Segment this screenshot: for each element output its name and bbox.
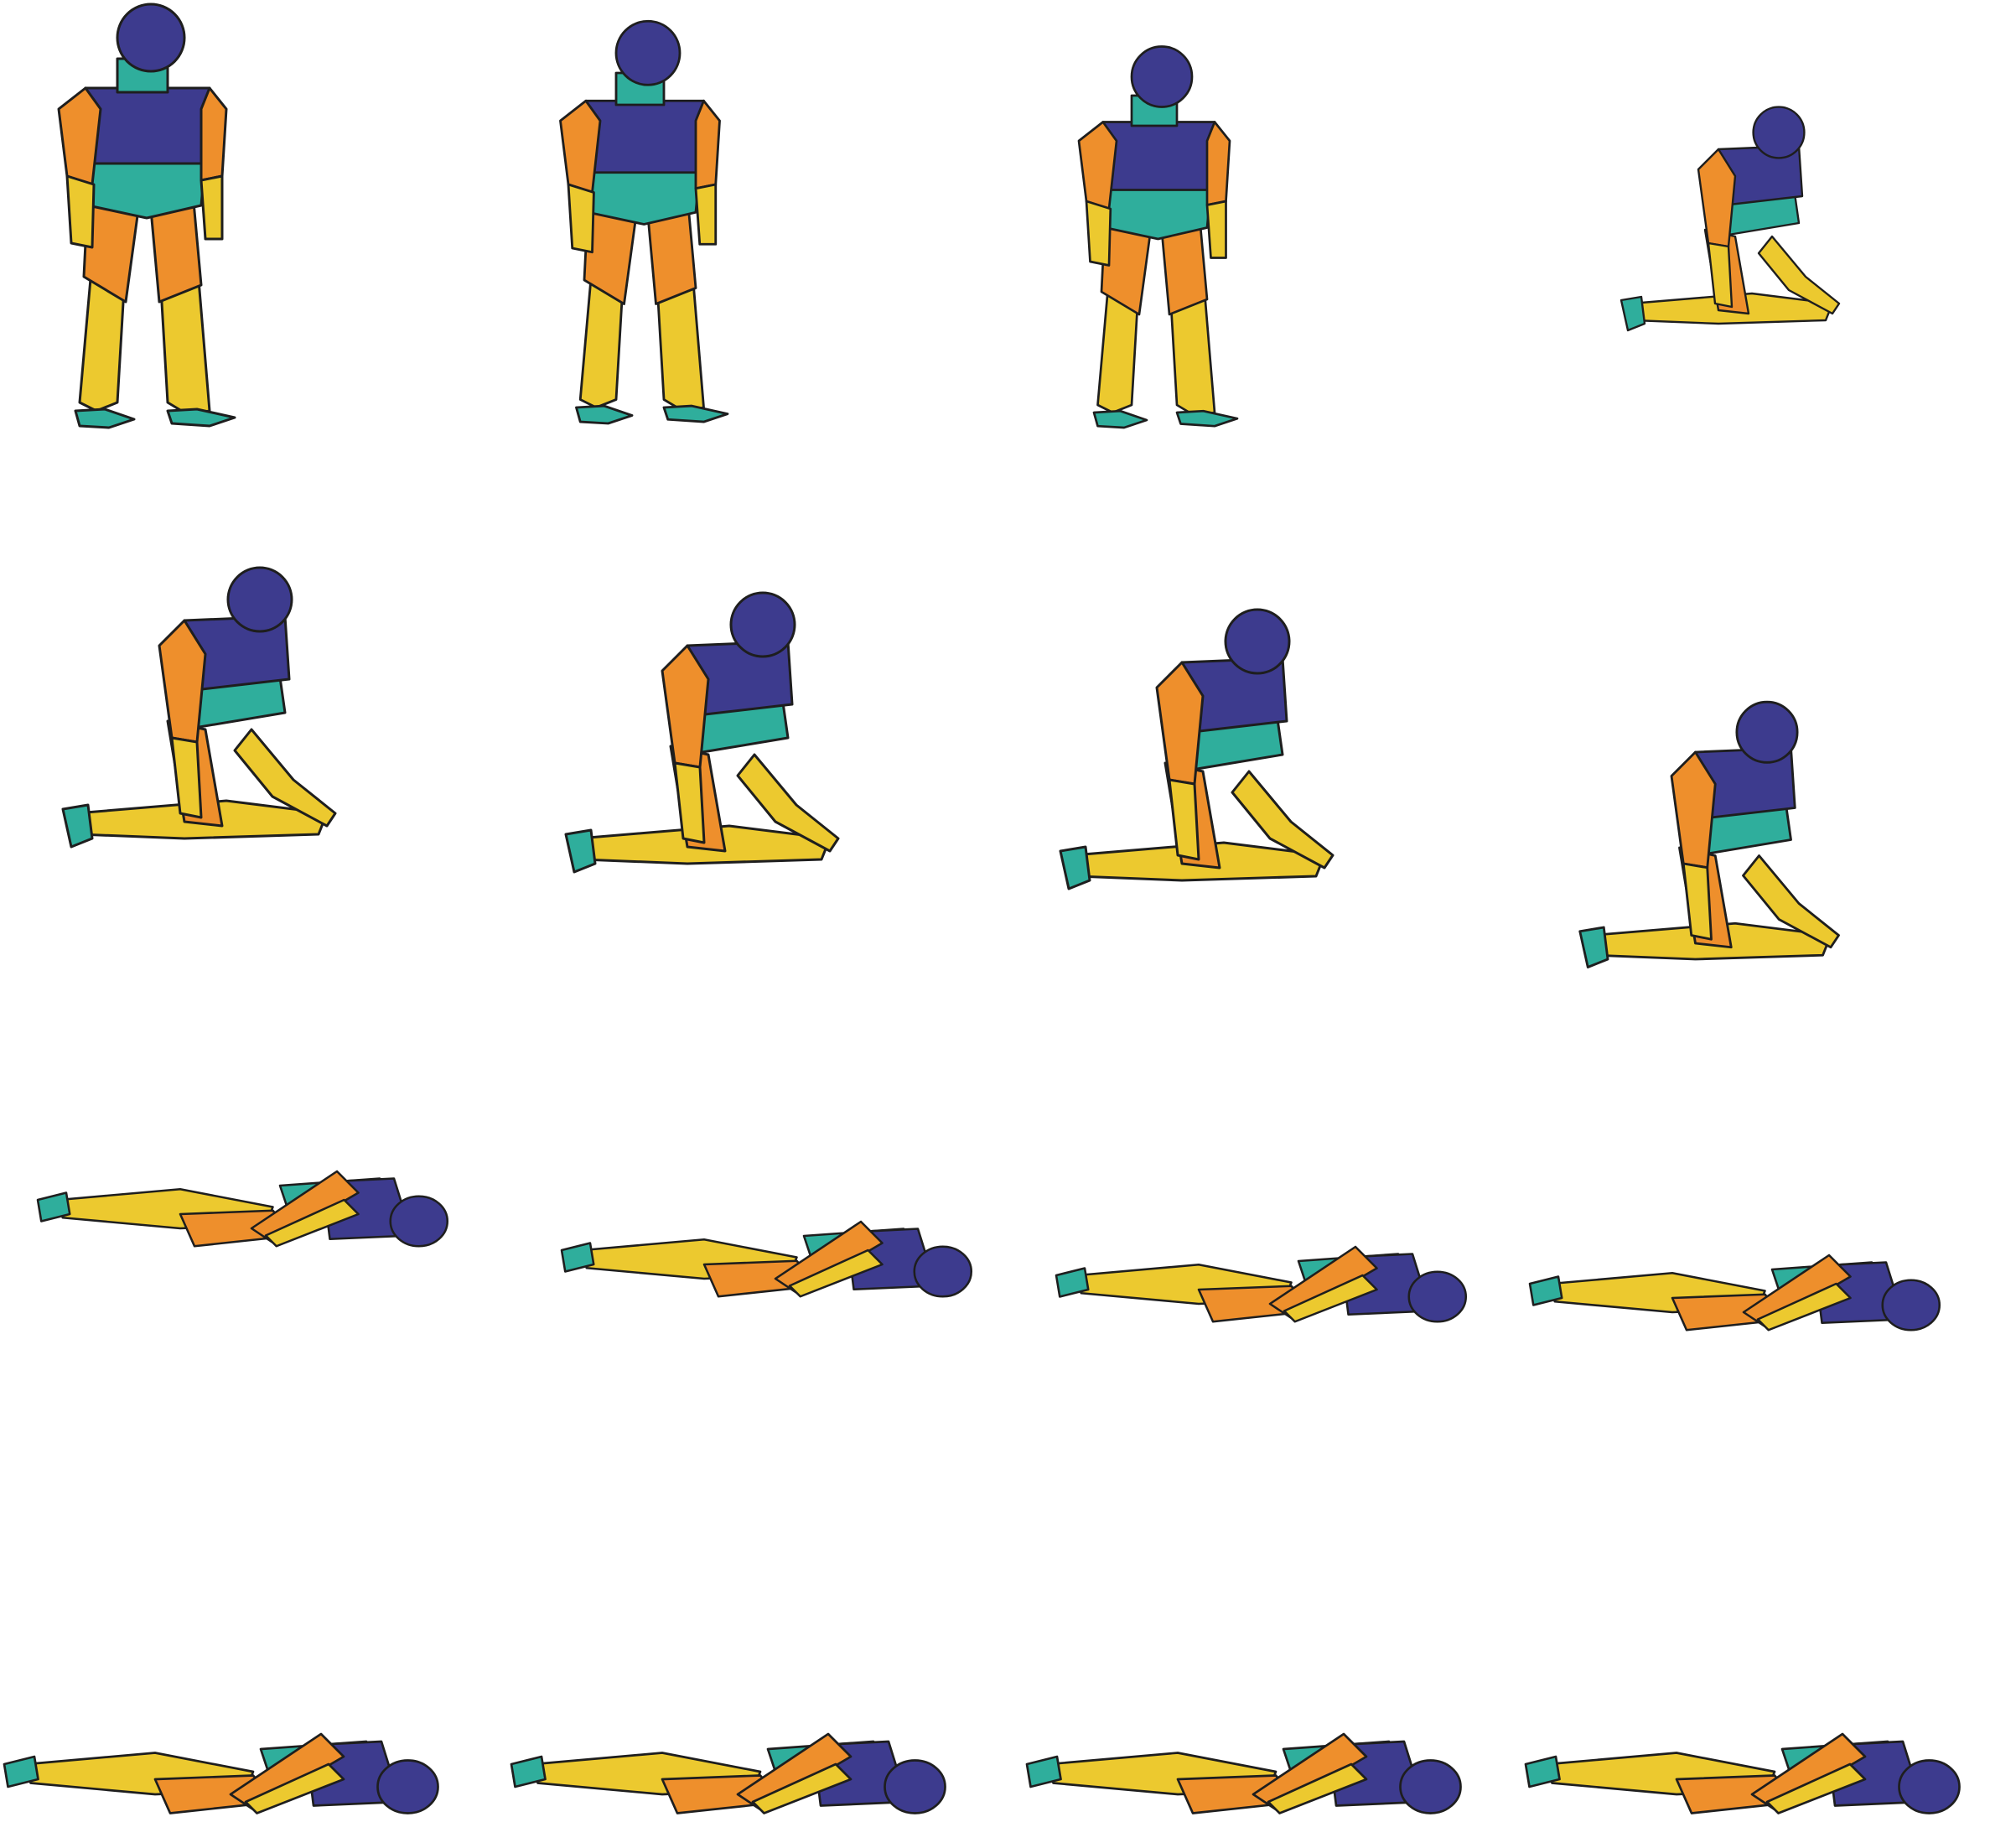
- pose-frame-16: [1524, 1732, 1961, 1814]
- pose-frame-10: [560, 1220, 973, 1298]
- pose-frame-14: [510, 1732, 946, 1814]
- pose-frame-3: [1077, 45, 1239, 429]
- pose-frame-13: [3, 1732, 439, 1814]
- pose-frame-7: [1059, 608, 1334, 890]
- pose-frame-9: [36, 1170, 449, 1248]
- pose-frame-6: [564, 591, 840, 874]
- pose-frame-1: [57, 3, 236, 429]
- pose-frame-11: [1055, 1245, 1468, 1323]
- pose-frame-12: [1528, 1254, 1941, 1331]
- pose-frame-5: [61, 566, 337, 849]
- pose-frame-2: [559, 19, 729, 425]
- pose-frame-4: [1620, 106, 1841, 332]
- pose-frame-15: [1025, 1732, 1462, 1814]
- pose-frame-8: [1578, 700, 1840, 968]
